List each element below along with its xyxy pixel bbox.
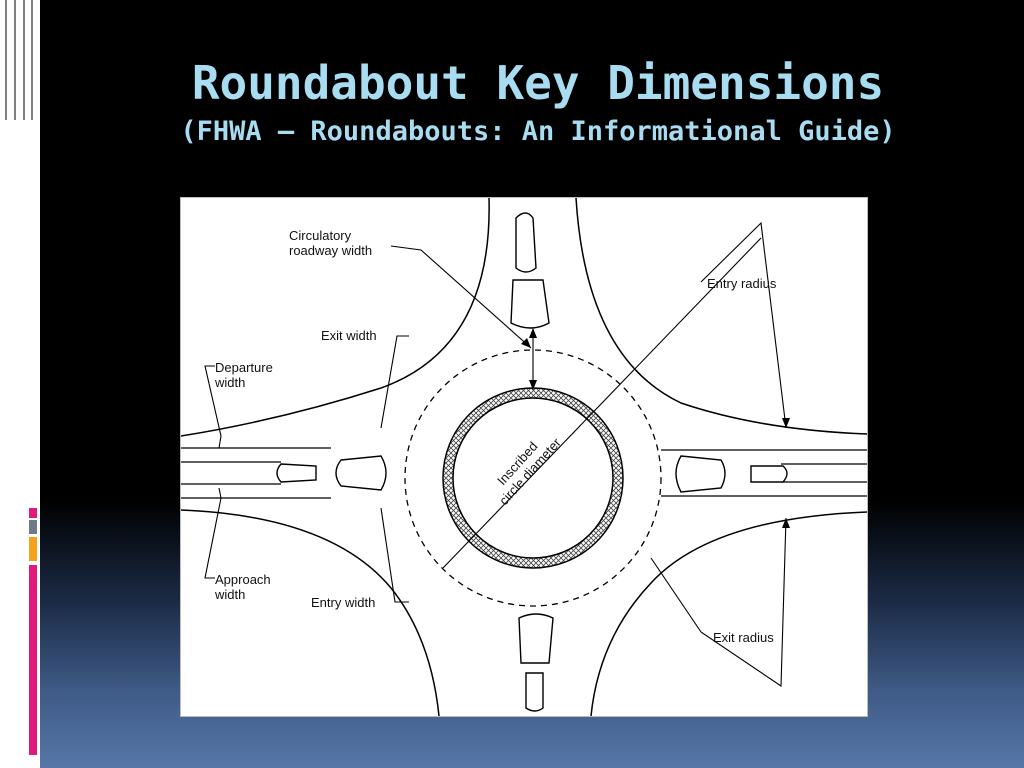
leader-exit-radius-b	[700, 517, 787, 688]
curb-bottom-right	[590, 511, 867, 716]
label-circulatory-line2: roadway width	[289, 243, 372, 258]
label-departure-line1: Departure	[215, 360, 273, 375]
west-island-small	[276, 463, 317, 483]
slide-title-block: Roundabout Key Dimensions (FHWA – Rounda…	[100, 52, 976, 150]
dimension-lines	[204, 221, 787, 688]
east-island-large	[675, 455, 726, 493]
label-approach-line1: Approach	[215, 572, 271, 587]
arrow-heads	[521, 328, 790, 528]
leader-approach-width	[204, 487, 222, 579]
label-circulatory-line1: Circulatory	[289, 228, 352, 243]
left-decorative-strip	[0, 0, 40, 768]
inscribed-diameter-line	[442, 237, 762, 569]
accent-bar-pink-top	[29, 508, 37, 518]
lane-lines	[181, 447, 867, 499]
label-exit-width: Exit width	[321, 328, 377, 343]
label-entry-width: Entry width	[311, 595, 375, 610]
slide-title: Roundabout Key Dimensions	[191, 56, 885, 110]
leader-circulatory-width	[390, 245, 532, 349]
leader-exit-width	[380, 335, 409, 429]
north-island-large	[510, 279, 550, 329]
east-island-small	[750, 465, 788, 483]
leader-entry-width	[380, 507, 409, 603]
label-departure-line2: width	[214, 375, 245, 390]
roundabout-diagram: Circulatory roadway width Exit width Dep…	[180, 197, 868, 717]
south-island-small	[525, 672, 544, 712]
west-island-large	[335, 455, 387, 491]
label-entry-radius: Entry radius	[707, 276, 777, 291]
inscribed-circle	[404, 349, 662, 607]
label-approach-line2: width	[214, 587, 245, 602]
slide-subtitle: (FHWA – Roundabouts: An Informational Gu…	[180, 116, 896, 147]
strip-lines-decoration	[5, 0, 33, 120]
accent-bar-pink-long	[29, 565, 37, 755]
north-island-small	[515, 212, 537, 273]
central-island	[452, 397, 614, 559]
curb-top-right	[575, 198, 867, 435]
leader-exit-radius-a	[650, 557, 702, 633]
accent-bar-orange	[29, 537, 37, 561]
splitter-islands	[276, 212, 788, 712]
leader-entry-radius	[700, 221, 787, 429]
outer-curbs	[181, 198, 867, 716]
roundabout-drawing: Circulatory roadway width Exit width Dep…	[181, 198, 867, 716]
label-exit-radius: Exit radius	[713, 630, 774, 645]
leader-departure-width	[204, 365, 222, 449]
curb-bottom-left	[181, 509, 440, 716]
accent-bar-gray	[29, 520, 37, 534]
south-island-large	[518, 613, 554, 664]
curb-top-left	[181, 198, 490, 437]
